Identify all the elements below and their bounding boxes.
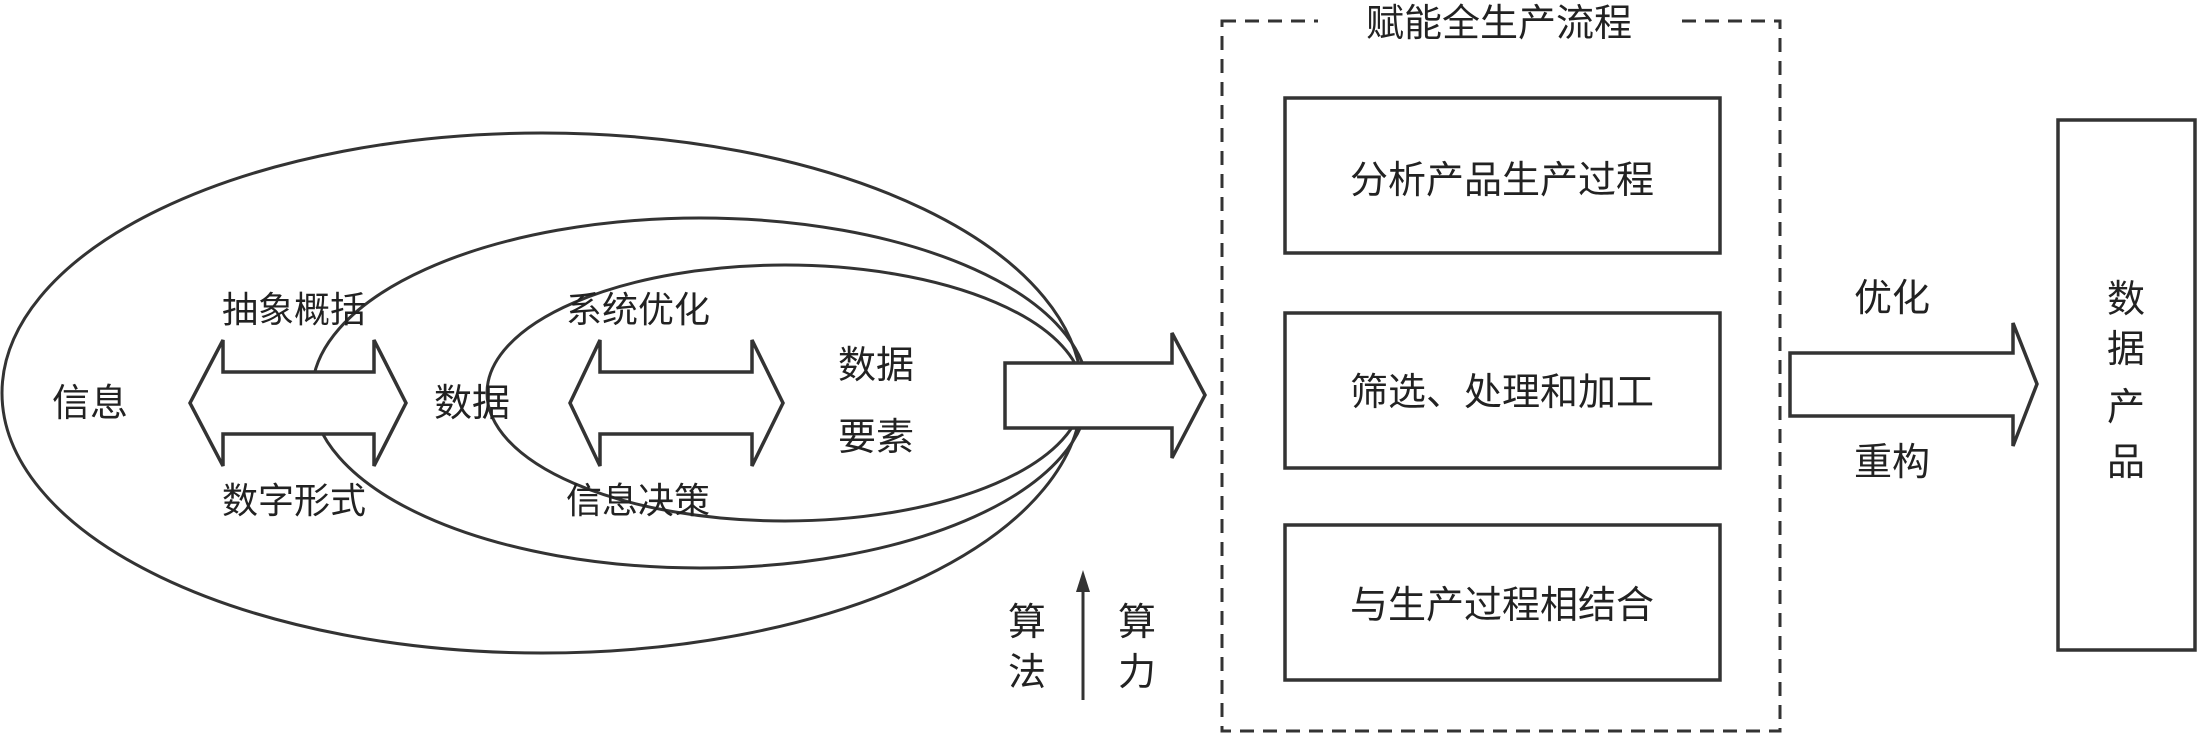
system-optimization-label: 系统优化 [566, 290, 710, 331]
process-step-box-3 [1283, 523, 1722, 682]
process-step-box-2 [1283, 311, 1722, 470]
information-label: 信息 [52, 381, 128, 425]
process-step-1: 分析产品生产过程 [1350, 158, 1654, 202]
restructure-label: 重构 [1854, 440, 1930, 484]
process-step-3: 与生产过程相结合 [1350, 583, 1654, 627]
information-ellipse [0, 131, 1084, 655]
process-step-box-1 [1283, 96, 1722, 255]
data-product-box [2056, 118, 2197, 652]
compute-char-1: 算 [1118, 600, 1156, 644]
process-title-mask [1318, 2, 1680, 44]
data-product-char-2: 据 [2107, 327, 2145, 371]
abstraction-label: 抽象概括 [222, 290, 366, 331]
data-element-label-line2: 要素 [838, 415, 914, 459]
data-label: 数据 [434, 381, 510, 425]
optimize-restructure-arrow [1788, 322, 2039, 447]
process-step-2: 筛选、处理和加工 [1350, 370, 1654, 414]
data-product-char-3: 产 [2107, 385, 2145, 429]
algorithm-char-1: 算 [1008, 600, 1046, 644]
data-product-char-1: 数 [2107, 277, 2145, 321]
data-product-char-4: 品 [2107, 440, 2145, 484]
data-element-label-line1: 数据 [838, 343, 914, 387]
computing-up-arrow-head [1076, 570, 1090, 592]
process-title: 赋能全生产流程 [1366, 1, 1632, 45]
information-decision-label: 信息决策 [566, 481, 710, 522]
empower-arrow [1003, 332, 1207, 459]
optimization-double-arrow [568, 339, 785, 467]
abstraction-double-arrow [188, 339, 408, 467]
algorithm-char-2: 法 [1008, 650, 1046, 694]
optimize-label: 优化 [1854, 276, 1930, 320]
digital-form-label: 数字形式 [222, 481, 366, 522]
compute-char-2: 力 [1118, 650, 1156, 694]
